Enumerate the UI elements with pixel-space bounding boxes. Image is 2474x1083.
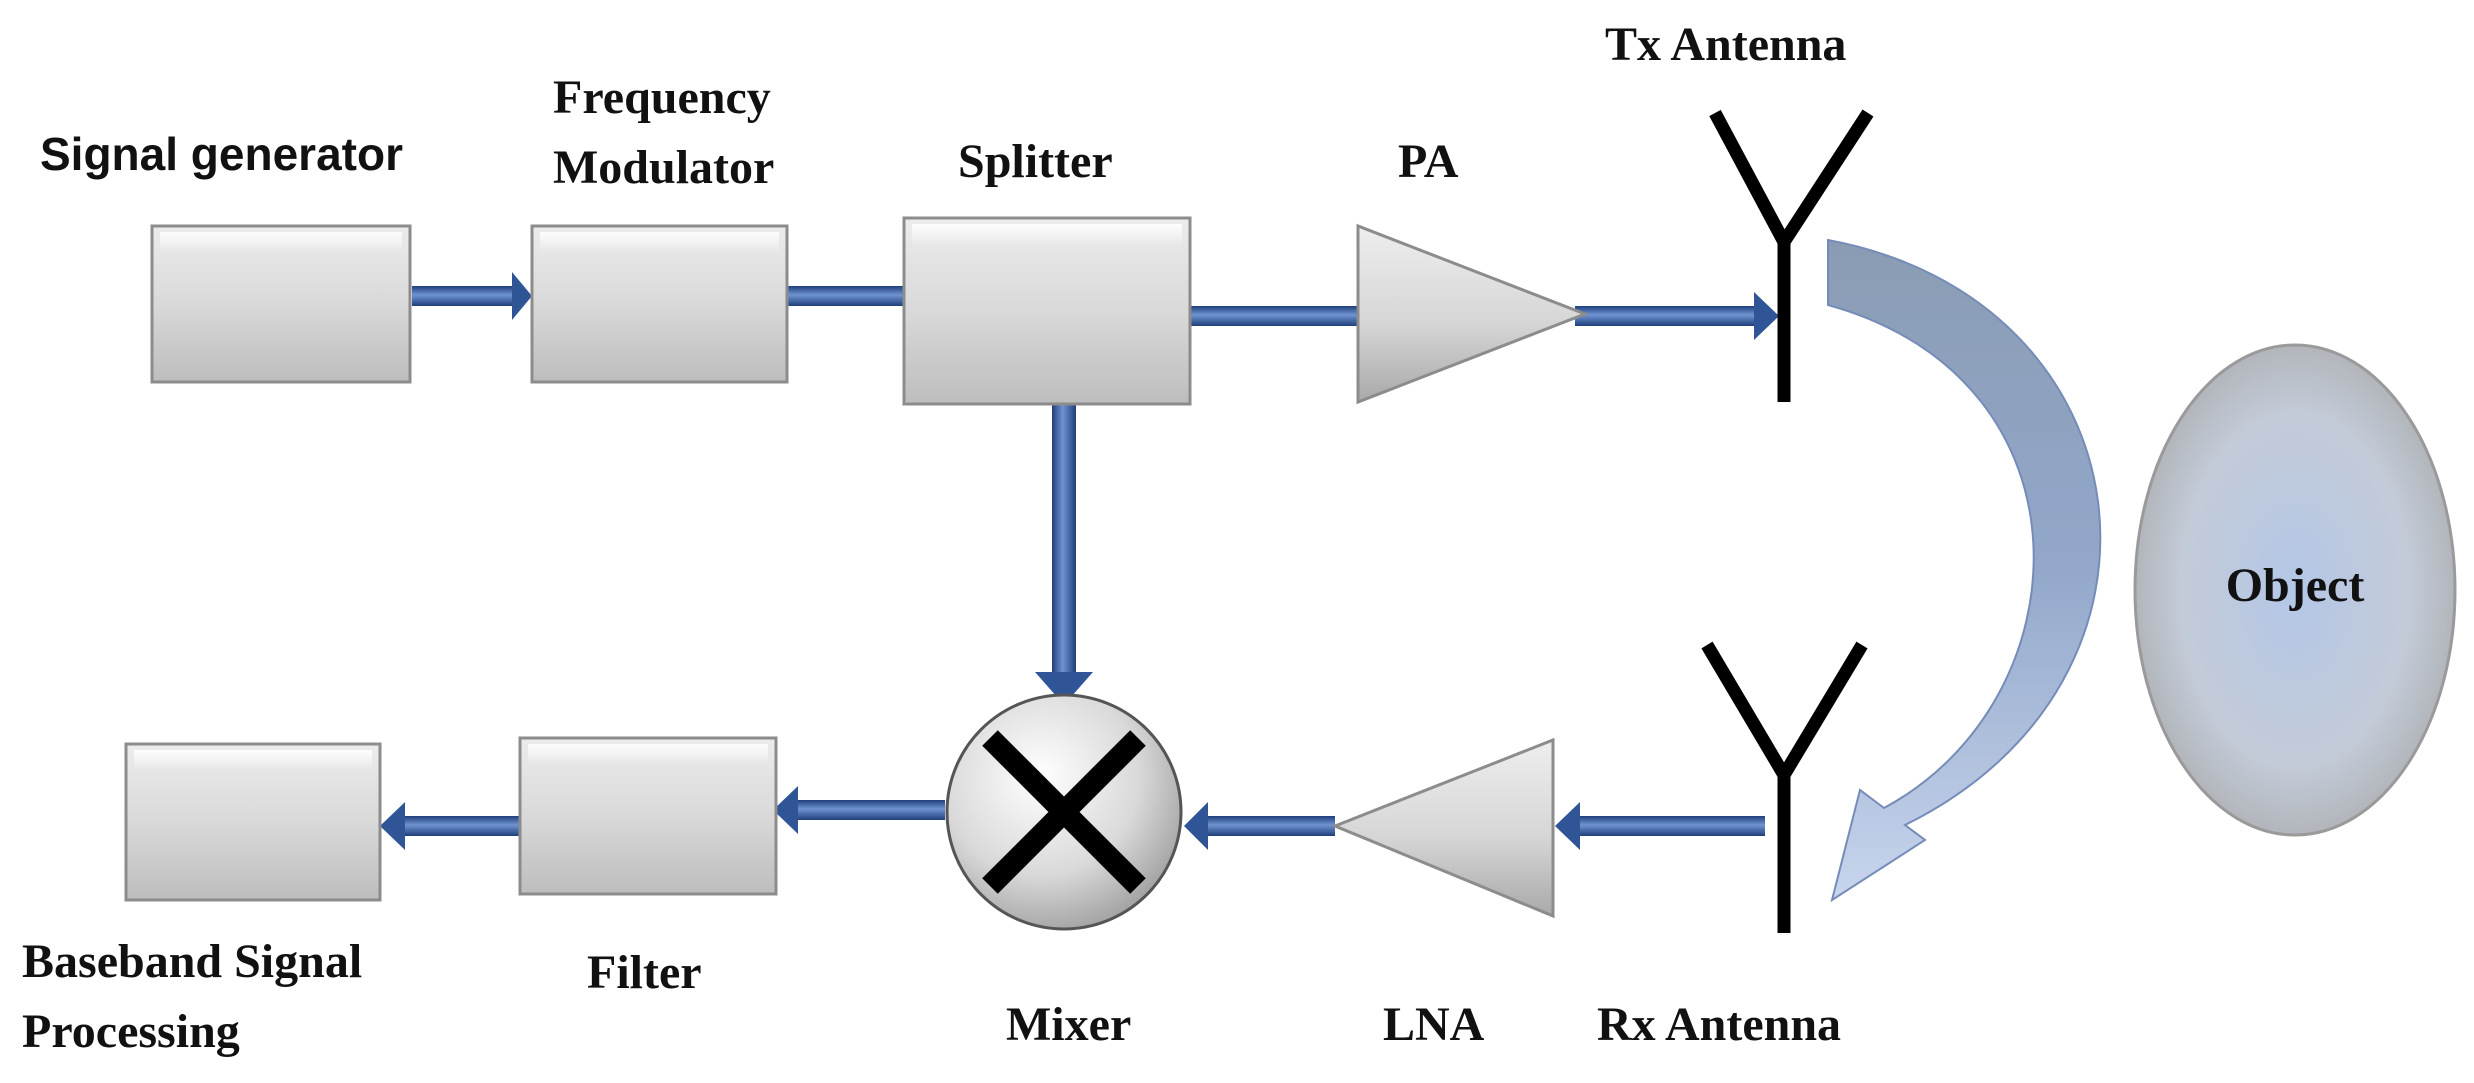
filter-label: Filter [587,946,702,999]
tx-antenna-icon [1709,109,1874,402]
frequency-modulator-label-line1: Frequency [553,71,771,124]
pa-amplifier-triangle [1356,223,1590,405]
baseband-label-line2: Processing [22,1005,240,1058]
mixer-symbol [945,693,1183,931]
lna-label: LNA [1383,998,1485,1051]
object-label: Object [2226,559,2365,612]
filter-block [518,736,778,896]
arrow-mixer-to-filter [773,786,945,834]
lna-amplifier-triangle [1330,737,1555,919]
rx-antenna-icon [1701,641,1868,933]
arrow-lna-to-mixer [1184,802,1335,850]
reflection-arrow [1827,238,2102,903]
baseband-processing-block [124,742,382,902]
arrow-splitter-to-mixer [1035,405,1093,705]
arrow-pa-to-tx-antenna [1575,292,1779,340]
frequency-modulator-label-line2: Modulator [553,141,774,194]
rx-antenna-label: Rx Antenna [1597,998,1841,1051]
tx-antenna-label: Tx Antenna [1605,18,1846,71]
pa-label: PA [1398,135,1459,188]
baseband-label-line1: Baseband Signal [22,935,362,988]
mixer-label: Mixer [1006,998,1131,1051]
line-splitter-to-pa [1190,306,1358,326]
arrow-filter-to-baseband [380,802,520,850]
arrow-siggen-to-modulator [412,272,532,320]
signal-generator-block [150,224,412,384]
frequency-modulator-block [530,224,789,384]
line-modulator-to-splitter [787,286,904,306]
arrow-rx-antenna-to-lna [1555,802,1765,850]
signal-generator-label: Signal generator [40,128,403,180]
object-ellipse [2133,343,2457,837]
splitter-block [902,216,1192,406]
splitter-label: Splitter [958,135,1113,188]
